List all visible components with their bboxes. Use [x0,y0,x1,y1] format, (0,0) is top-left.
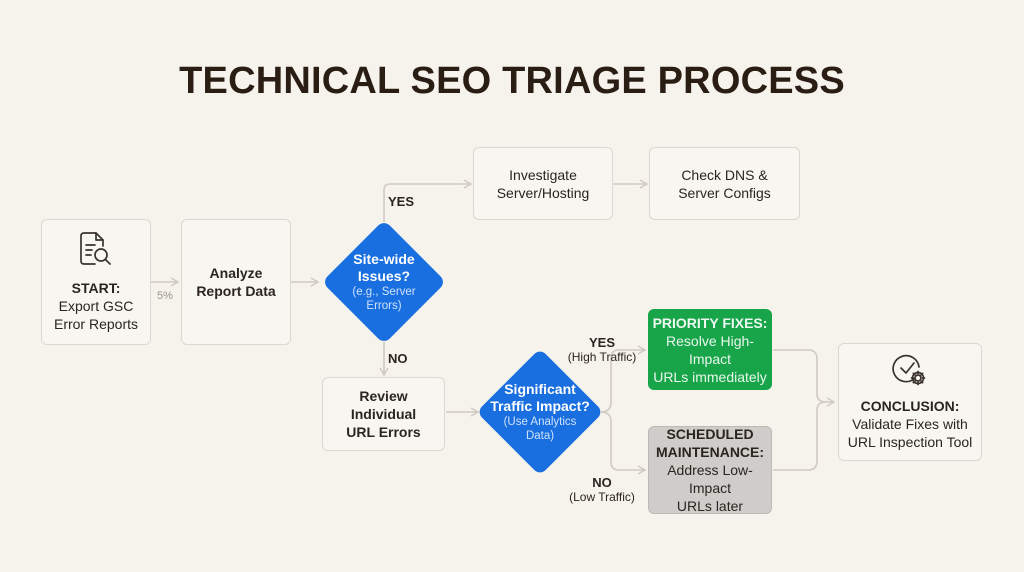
maintenance-heading2: MAINTENANCE: [655,444,765,460]
no-text: NO [592,475,612,490]
check-gear-icon [892,353,928,391]
review-line3: URL Errors [346,424,421,440]
start-node[interactable]: START: Export GSC Error Reports [41,219,151,345]
sitewide-no-label: NO [388,352,408,366]
yes-text: YES [388,194,415,209]
sitewide-line2: Issues? [357,268,411,284]
edge-label-percent: 5% [157,290,173,302]
analyze-node[interactable]: Analyze Report Data [181,219,291,345]
maintenance-line1: Address Low-Impact [667,462,753,496]
dns-line1: Check DNS & [681,166,768,183]
scheduled-maintenance-node[interactable]: SCHEDULED MAINTENANCE: Address Low-Impac… [648,426,772,514]
dns-line2: Server Configs [678,184,771,201]
review-line1: Review [359,388,408,404]
sitewide-sub1: (e.g., Server [352,286,416,298]
page-title: TECHNICAL SEO TRIAGE PROCESS [179,60,845,102]
dns-node[interactable]: Check DNS & Server Configs [649,147,800,220]
traffic-sub2: Data) [525,430,555,442]
maintenance-line2: URLs later [676,498,744,514]
edge-traffic-no [600,411,647,475]
sitewide-line1: Site-wide [353,251,415,267]
traffic-sub1: (Use Analytics [503,416,577,428]
edge-maintenance-conclusion [773,401,827,471]
sitewide-yes-label: YES [388,195,414,209]
investigate-node[interactable]: Investigate Server/Hosting [473,147,613,220]
edge-priority-conclusion [773,349,836,407]
start-line1: Export GSC [58,298,134,314]
conclusion-node[interactable]: CONCLUSION: Validate Fixes with URL Insp… [838,343,982,461]
yes-text: YES [588,335,615,350]
edge-traffic-yes [600,345,647,413]
document-search-icon [78,231,114,273]
no-text: NO [388,351,408,366]
investigate-line1: Investigate [509,166,577,183]
sitewide-decision[interactable]: Site-wide Issues? (e.g., Server Errors) [320,219,448,345]
analyze-line1: Analyze [209,265,263,281]
start-line2: Error Reports [53,316,139,332]
traffic-no-label: NO (Low Traffic) [562,475,642,505]
low-traffic-text: (Low Traffic) [569,490,635,504]
review-line2: Individual [350,406,417,422]
priority-line1: Resolve High-Impact [666,332,754,367]
priority-fixes-node[interactable]: PRIORITY FIXES: Resolve High-Impact URLs… [648,309,772,390]
priority-line2: URLs immediately [653,368,767,385]
sitewide-sub2: Errors) [366,300,402,312]
high-traffic-text: (High Traffic) [567,350,637,364]
conclusion-heading: CONCLUSION: [860,398,960,414]
review-node[interactable]: Review Individual URL Errors [322,377,445,451]
traffic-line1: Significant [504,381,576,397]
traffic-line2: Traffic Impact? [490,398,590,414]
conclusion-line2: URL Inspection Tool [847,434,973,450]
maintenance-heading1: SCHEDULED [666,426,754,442]
traffic-yes-label: YES (High Traffic) [562,335,642,365]
investigate-line2: Server/Hosting [496,184,590,201]
analyze-line2: Report Data [196,283,276,299]
priority-heading: PRIORITY FIXES: [652,314,768,331]
edge-sitewide-yes [383,179,473,222]
traffic-decision[interactable]: Significant Traffic Impact? (Use Analyti… [476,348,604,476]
start-heading: START: [71,280,121,296]
conclusion-line1: Validate Fixes with [852,416,968,432]
